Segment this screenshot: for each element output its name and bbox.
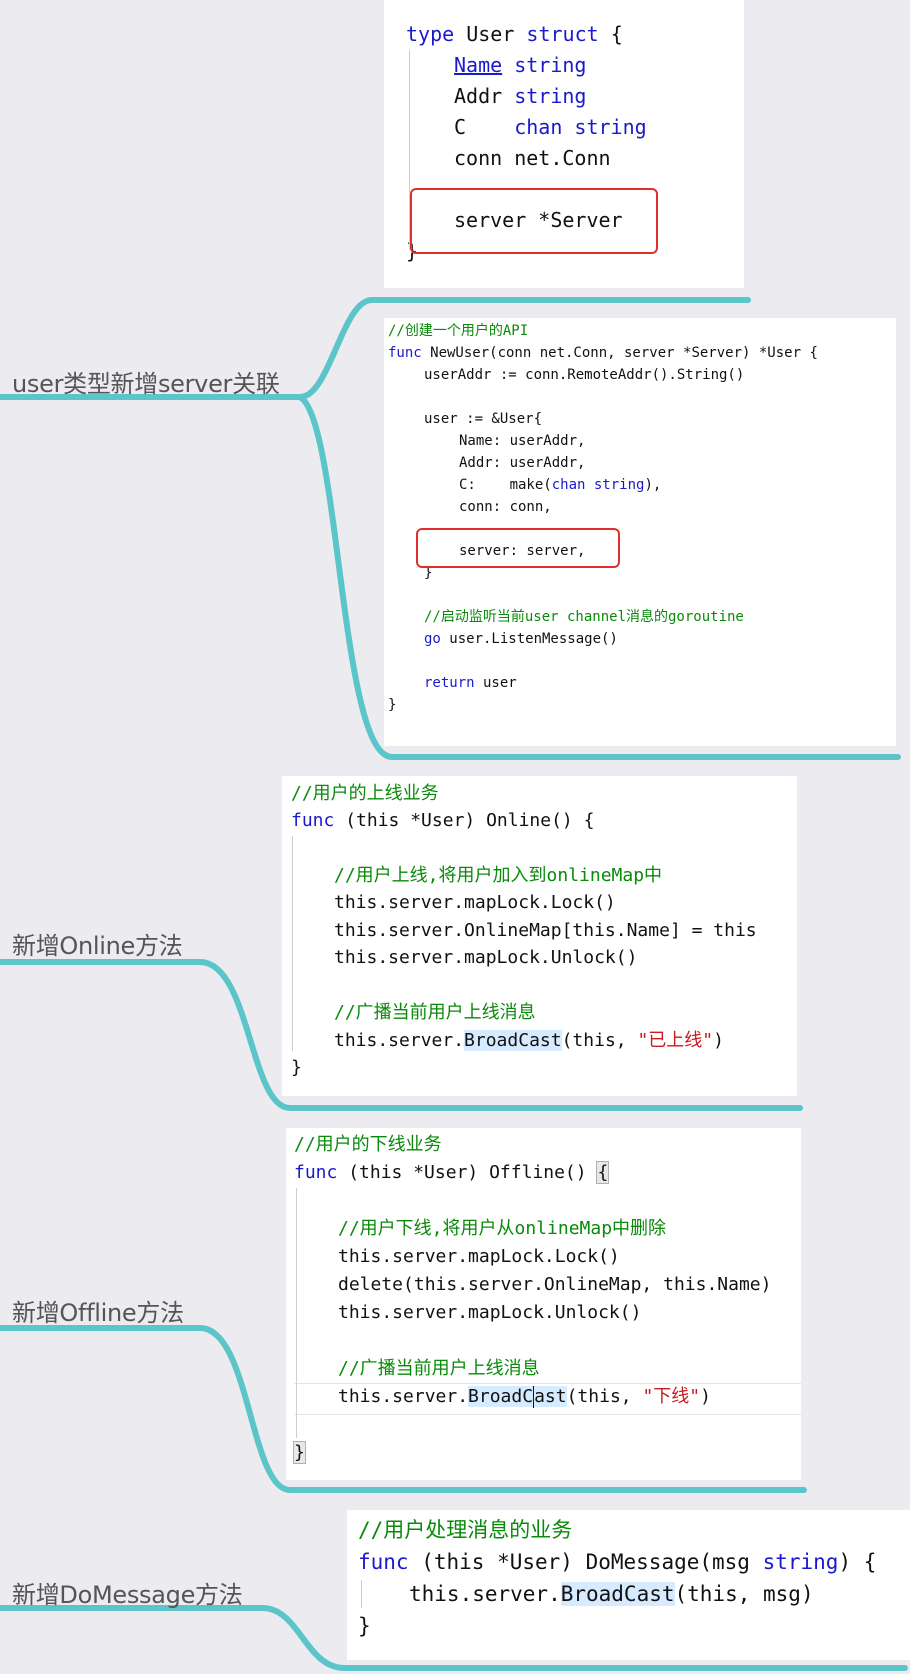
code-string: "下线" [642,1386,701,1407]
indent-guide [361,1580,362,1608]
code-comment: //创建一个用户的API [388,323,529,339]
code-keyword: func [294,1162,338,1183]
code-function-highlight: ast [534,1386,567,1407]
code-line: this.server.mapLock.Unlock() [338,1302,642,1323]
code-line: } [291,1057,302,1078]
code-text: (this, msg) [674,1582,814,1606]
code-line: conn: conn, [459,499,552,515]
code-line: this.server.mapLock.Lock() [334,892,616,913]
code-comment: //用户的下线业务 [294,1134,442,1155]
code-comment: //启动监听当前user channel消息的goroutine [424,609,744,625]
code-field-link[interactable]: Name [454,53,503,77]
code-line: Addr: userAddr, [459,455,586,471]
code-brace-match: } [293,1441,306,1464]
code-keyword: string [762,1550,839,1574]
code-function-highlight: BroadC [468,1386,534,1407]
code-line: user := &User{ [424,411,543,427]
code-text: this.server. [334,1030,465,1051]
indent-guide [409,50,410,250]
online-code-panel: //用户的上线业务 func (this *User) Online() { /… [282,776,797,1096]
code-keyword: go [424,631,441,647]
code-text: this.server. [409,1582,561,1606]
code-text: C: make( [459,477,552,493]
code-keyword: type [406,22,455,46]
code-keyword: string [514,84,587,108]
label-online: 新增Online方法 [12,932,183,960]
code-brace-match: { [596,1161,610,1184]
highlight-box [416,528,620,568]
code-line: conn net.Conn [454,146,611,170]
code-text: user [474,675,517,691]
connector-offline [0,1325,807,1493]
offline-code-panel: //用户的下线业务 func (this *User) Offline() { … [286,1128,801,1480]
connector-domessage [0,1605,908,1671]
code-keyword: func [388,345,422,361]
code-text: (this *User) DoMessage(msg [408,1550,763,1574]
domessage-code-panel: //用户处理消息的业务 func (this *User) DoMessage(… [347,1510,910,1660]
code-text: NewUser(conn net.Conn, server *Server) *… [421,345,818,361]
struct-code-panel: type User struct { Name string Addr stri… [384,0,744,288]
code-comment: //广播当前用户上线消息 [334,1002,536,1023]
code-keyword: chan string [514,115,647,139]
code-text: (this *User) Online() { [334,810,595,831]
code-keyword: return [424,675,475,691]
code-function-highlight: BroadCast [464,1030,562,1051]
code-text: (this, [566,1386,643,1407]
code-line: } [388,697,397,713]
code-text: ) [713,1030,724,1051]
label-domessage: 新增DoMessage方法 [12,1581,243,1609]
indent-guide [296,1188,297,1438]
code-keyword: string [514,53,587,77]
code-keyword: func [358,1550,409,1574]
code-line: this.server.OnlineMap[this.Name] = this [334,920,757,941]
code-line: } [358,1614,371,1638]
code-line: server *Server [454,208,623,232]
code-comment: //用户下线,将用户从onlineMap中删除 [338,1218,667,1239]
code-text: user.ListenMessage() [440,631,618,647]
current-line-indicator [294,1383,801,1415]
connector-user-server-lower [297,394,901,760]
code-comment: //广播当前用户上线消息 [338,1358,540,1379]
code-text: (this *User) Offline() [337,1162,598,1183]
label-offline: 新增Offline方法 [12,1299,184,1327]
code-text: ) { [838,1550,877,1574]
code-comment: //用户的上线业务 [291,783,439,804]
label-user-server: user类型新增server关联 [12,370,280,398]
code-line: } [424,565,433,581]
code-keyword: chan string [551,477,645,493]
code-field: Addr [454,84,503,108]
newuser-code-panel: //创建一个用户的API func NewUser(conn net.Conn,… [384,318,896,746]
code-keyword: struct [526,22,599,46]
code-line: Name: userAddr, [459,433,586,449]
code-text: this.server. [338,1386,469,1407]
connector-online [0,959,803,1111]
connector-user-server-branch [0,297,751,400]
code-line: userAddr := conn.RemoteAddr().String() [424,367,745,383]
text-cursor [533,1386,535,1408]
code-function-highlight: BroadCast [560,1582,675,1606]
code-text: { [598,22,623,46]
code-comment: //用户上线,将用户加入到onlineMap中 [334,865,663,886]
code-line: this.server.mapLock.Lock() [338,1246,620,1267]
code-line: this.server.mapLock.Unlock() [334,947,638,968]
code-text: ), [644,477,662,493]
indent-guide [292,836,293,1051]
code-string: "已上线" [637,1030,714,1051]
code-keyword: func [291,810,335,831]
code-text: ) [700,1386,711,1407]
code-field: C [454,115,467,139]
code-line: delete(this.server.OnlineMap, this.Name) [338,1274,772,1295]
code-line: server: server, [459,543,586,559]
highlight-box [410,188,658,254]
code-text: User [454,22,527,46]
code-comment: //用户处理消息的业务 [358,1518,573,1542]
code-text: (this, [561,1030,638,1051]
